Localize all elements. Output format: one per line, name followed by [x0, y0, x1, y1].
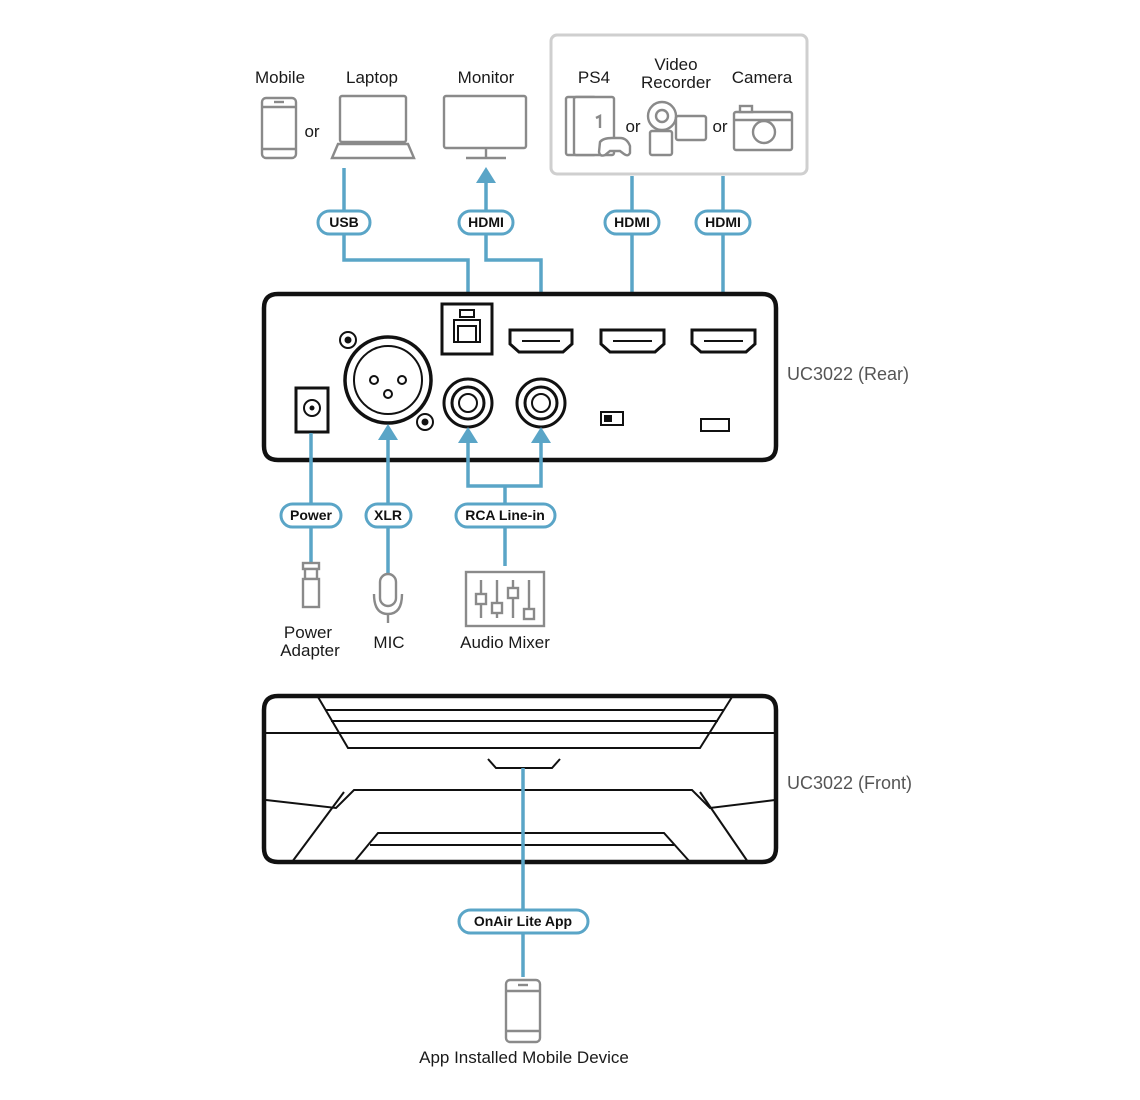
monitor-label: Monitor [458, 68, 515, 87]
power-adapter-label-2: Adapter [280, 641, 340, 660]
indicator-slot [700, 418, 730, 432]
ps4-icon [564, 95, 632, 157]
mobile-device-icon [504, 978, 542, 1044]
front-device-label: UC3022 (Front) [787, 773, 912, 793]
rca-right-arrowhead [531, 427, 551, 443]
app-pill-label: OnAir Lite App [474, 913, 572, 929]
usb-pill: USB [316, 209, 372, 236]
front-panel [261, 693, 779, 865]
power-jack [294, 386, 330, 434]
mobile-device-label: App Installed Mobile Device [419, 1048, 629, 1067]
hdmi-pill-camera-label: HDMI [705, 214, 741, 230]
camera-label: Camera [732, 68, 793, 87]
rca-pill-label: RCA Line-in [465, 507, 545, 523]
or-label-3: or [712, 117, 727, 136]
rca-port-right [515, 377, 567, 429]
power-pill: Power [279, 502, 343, 529]
rca-pill: RCA Line-in [454, 502, 557, 529]
mic-icon [372, 572, 404, 623]
xlr-arrowhead [378, 424, 398, 440]
xlr-pill-label: XLR [374, 507, 402, 523]
audio-mixer-icon [464, 570, 546, 628]
app-pill: OnAir Lite App [457, 908, 590, 935]
hdmi-pill-ps4: HDMI [603, 209, 661, 236]
mic-label: MIC [373, 633, 404, 652]
laptop-label: Laptop [346, 68, 398, 87]
monitor-icon [442, 94, 528, 160]
mode-switch [600, 411, 624, 426]
hdmi-pill-monitor-label: HDMI [468, 214, 504, 230]
rear-device-label: UC3022 (Rear) [787, 364, 909, 384]
hdmi-out-arrowhead [476, 167, 496, 183]
usb-pill-label: USB [329, 214, 359, 230]
laptop-icon [330, 94, 416, 160]
ps4-label: PS4 [578, 68, 610, 87]
video-recorder-label-1: Video [654, 55, 697, 74]
hdmi-port-in-1 [599, 328, 666, 354]
or-label-2: or [625, 117, 640, 136]
audio-mixer-label: Audio Mixer [460, 633, 550, 652]
hdmi-pill-camera: HDMI [694, 209, 752, 236]
video-source-group [549, 33, 809, 176]
xlr-port [339, 331, 434, 431]
hdmi-port-in-2 [690, 328, 757, 354]
mobile-icon [260, 96, 298, 160]
hdmi-port-out [508, 328, 574, 354]
rear-panel [261, 291, 779, 463]
hdmi-pill-ps4-label: HDMI [614, 214, 650, 230]
video-recorder-label-2: Recorder [641, 73, 711, 92]
power-adapter-label-1: Power [284, 623, 333, 642]
hdmi-pill-monitor: HDMI [457, 209, 515, 236]
or-label-1: or [304, 122, 319, 141]
power-pill-label: Power [290, 507, 333, 523]
video-recorder-icon [646, 100, 708, 157]
rca-port-left [442, 377, 494, 429]
usb-b-port [440, 302, 494, 356]
power-adapter-icon [301, 561, 321, 609]
mobile-label: Mobile [255, 68, 305, 87]
xlr-pill: XLR [364, 502, 413, 529]
rca-left-arrowhead [458, 427, 478, 443]
camera-icon [732, 104, 794, 152]
